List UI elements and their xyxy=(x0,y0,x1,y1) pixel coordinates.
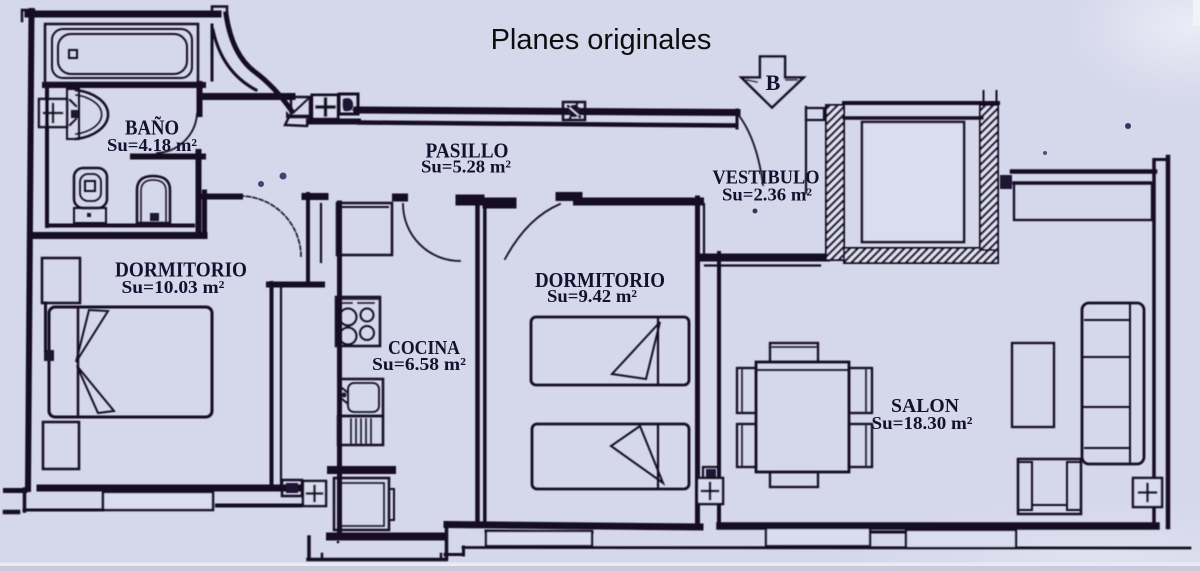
svg-text:Su=10.03 m²: Su=10.03 m² xyxy=(122,277,225,297)
svg-text:COCINA: COCINA xyxy=(388,337,460,359)
svg-text:Su=4.18 m²: Su=4.18 m² xyxy=(107,135,197,155)
svg-text:DORMITORIO: DORMITORIO xyxy=(115,258,247,282)
svg-text:BAÑO: BAÑO xyxy=(125,116,179,140)
svg-text:VESTIBULO: VESTIBULO xyxy=(713,167,820,189)
svg-text:Su=9.42 m²: Su=9.42 m² xyxy=(547,286,637,306)
svg-text:Su=5.28 m²: Su=5.28 m² xyxy=(421,157,511,177)
svg-text:DORMITORIO: DORMITORIO xyxy=(535,268,665,292)
svg-text:PASILLO: PASILLO xyxy=(426,139,509,163)
svg-text:B: B xyxy=(766,70,781,95)
svg-text:SALON: SALON xyxy=(891,395,960,417)
svg-text:Su=6.58 m²: Su=6.58 m² xyxy=(372,354,466,374)
svg-text:Su=2.36 m²: Su=2.36 m² xyxy=(722,185,812,205)
svg-text:Planes originales: Planes originales xyxy=(491,24,712,56)
svg-text:Su=18.30 m²: Su=18.30 m² xyxy=(872,413,973,433)
